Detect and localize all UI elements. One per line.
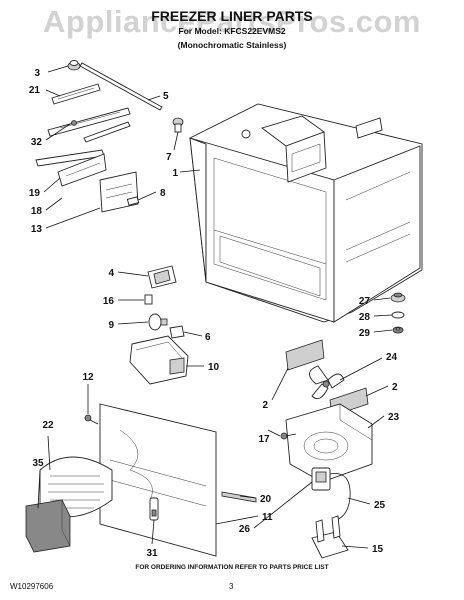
part-3-cap [67, 60, 81, 71]
callout-2-right: 2 [392, 382, 398, 393]
part-12-screw [84, 414, 99, 425]
part-15-motor-bracket [311, 515, 349, 559]
callout-31: 31 [146, 548, 158, 559]
part-16-socket [144, 294, 153, 305]
part-13-bracket [99, 171, 139, 213]
part-19-track [35, 149, 107, 187]
callout-17: 17 [258, 434, 270, 445]
document-number: W10297606 [10, 582, 54, 591]
callout-25: 25 [374, 500, 386, 511]
callout-11: 11 [262, 512, 273, 523]
callout-24: 24 [386, 352, 398, 363]
part-10-light-housing [129, 335, 189, 385]
part-27-28-29-stack [390, 292, 406, 334]
callout-7: 7 [166, 152, 172, 163]
part-17-screw [280, 432, 297, 440]
callout-4: 4 [108, 268, 114, 279]
callout-8: 8 [160, 188, 166, 199]
part-31-tube [149, 497, 159, 521]
page-number: 3 [229, 582, 234, 591]
page-title: FREEZER LINER PARTS [151, 8, 313, 24]
part-1-freezer-liner [189, 103, 423, 323]
variant-line: (Monochromatic Stainless) [177, 40, 287, 50]
callout-26: 26 [239, 524, 251, 535]
callout-19: 19 [29, 188, 41, 199]
callout-15: 15 [372, 544, 384, 555]
callout-32: 32 [31, 137, 43, 148]
callout-5: 5 [163, 91, 169, 102]
part-23-fan-shroud [285, 403, 373, 483]
part-11-rear-panel [99, 403, 217, 557]
callout-16: 16 [103, 296, 115, 307]
part-2-pad-upper [285, 339, 325, 371]
callout-18: 18 [31, 206, 43, 217]
callout-23: 23 [388, 412, 400, 423]
part-21-rail [51, 83, 101, 105]
part-32-slide [47, 107, 131, 143]
callout-29: 29 [359, 328, 371, 339]
callout-22: 22 [42, 420, 54, 431]
ordering-note: FOR ORDERING INFORMATION REFER TO PARTS … [135, 564, 329, 571]
part-20-strip [221, 491, 257, 503]
callout-6: 6 [205, 332, 211, 343]
watermark: AppliancePartsPros.com [43, 4, 421, 39]
callout-10: 10 [208, 362, 220, 373]
part-24-fan-blade [309, 365, 345, 400]
callout-2-left: 2 [262, 400, 268, 411]
callout-20: 20 [260, 494, 272, 505]
part-8-clip [126, 196, 140, 206]
callout-1: 1 [172, 168, 178, 179]
callout-9: 9 [108, 320, 114, 331]
leader-lines [37, 65, 393, 549]
part-6-connector [169, 325, 185, 339]
callout-27: 27 [359, 296, 371, 307]
callout-12: 12 [82, 372, 94, 383]
callout-3: 3 [34, 68, 40, 79]
part-4-housing [147, 265, 177, 289]
callout-labels: 3 21 5 32 7 1 8 19 18 13 4 16 9 6 27 28 … [29, 68, 400, 559]
part-9-bulb [148, 313, 168, 331]
callout-21: 21 [29, 85, 41, 96]
part-35-block [25, 499, 71, 553]
part-26-fan-motor [311, 467, 351, 521]
model-line: For Model: KFCS22EVMS2 [178, 26, 286, 36]
part-7-pivot [172, 117, 184, 133]
part-5-rod [79, 62, 163, 111]
callout-13: 13 [31, 224, 43, 235]
callout-35: 35 [32, 458, 44, 469]
callout-28: 28 [359, 312, 371, 323]
